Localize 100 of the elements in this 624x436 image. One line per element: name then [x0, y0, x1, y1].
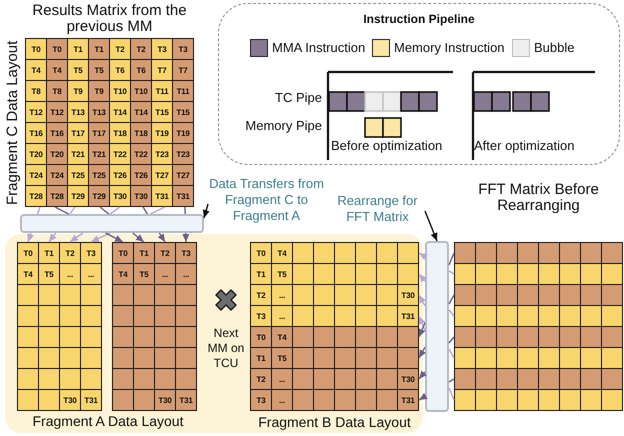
grid-cell: T7 [152, 60, 172, 80]
arrow [418, 392, 428, 401]
grid-cell: T5 [272, 348, 292, 368]
grid-cell: T23 [152, 144, 172, 164]
grid-cell: T19 [152, 123, 172, 143]
arrow [418, 322, 426, 338]
grid-cell: T2 [110, 39, 130, 59]
grid-cell: T0 [47, 39, 67, 59]
grid-cell: T0 [251, 327, 271, 347]
grid-cell: T15 [173, 102, 193, 122]
grid-cell: T1 [251, 264, 271, 284]
grid-cell: T4 [18, 264, 38, 284]
grid-cell: T10 [131, 81, 151, 101]
grid-cell: T2 [155, 243, 175, 263]
row-label: TC Pipe [274, 90, 322, 105]
grid-cell: T30 [60, 390, 80, 410]
grid-cell: T14 [131, 102, 151, 122]
grid-cell: T23 [173, 144, 193, 164]
arrow [418, 370, 427, 380]
grid-cell: T11 [152, 81, 172, 101]
grid-cell: T4 [272, 243, 292, 263]
arrow [202, 204, 210, 218]
legend-label: Bubble [534, 40, 574, 55]
grid-cell: T5 [68, 60, 88, 80]
grid-cell: T30 [110, 186, 130, 206]
arrow [132, 232, 144, 243]
grid-cell: T5 [89, 60, 109, 80]
grid-cell: T4 [272, 327, 292, 347]
grid-cell: T19 [173, 123, 193, 143]
grid-cell: T31 [152, 186, 172, 206]
grid-cell: T30 [398, 369, 418, 389]
grid-cell: T3 [251, 306, 271, 326]
grid-cell: T1 [134, 243, 154, 263]
grid-cell: T17 [89, 123, 109, 143]
layout-caption: Fragment A Data Layout [32, 412, 184, 431]
grid-cell: T3 [81, 243, 101, 263]
grid-cell: T12 [26, 102, 46, 122]
grid-cell: T4 [47, 60, 67, 80]
grid-cell: T13 [89, 102, 109, 122]
grid-cell: ... [176, 264, 196, 284]
grid-cell: T13 [68, 102, 88, 122]
grid-cell: T28 [26, 186, 46, 206]
highlight-region [5, 234, 423, 433]
grid-cell: T30 [131, 186, 151, 206]
grid-cell: T31 [173, 186, 193, 206]
grid-cell: T22 [131, 144, 151, 164]
arrow [418, 346, 426, 358]
grid-cell: T3 [152, 39, 172, 59]
grid-cell: T5 [39, 264, 59, 284]
grid-cell: T9 [68, 81, 88, 101]
grid-cell: T31 [398, 390, 418, 410]
legend-label: MMA Instruction [272, 40, 366, 55]
grid-cell: T15 [152, 102, 172, 122]
grid-cell: T30 [155, 390, 175, 410]
grid-cell: ... [155, 264, 175, 284]
grid-cell: T14 [110, 102, 130, 122]
grid-cell: T21 [89, 144, 109, 164]
arrow [182, 232, 190, 242]
grid-cell: T0 [113, 243, 133, 263]
grid-cell: T27 [152, 165, 172, 185]
annotation-text: Rearrange for FFT Matrix [330, 193, 425, 226]
grid-cell: T12 [47, 102, 67, 122]
grid-cell: T6 [110, 60, 130, 80]
arrow [105, 232, 124, 243]
panel-title: Instruction Pipeline [362, 12, 476, 26]
matrix-title: Results Matrix from the previous MM [31, 3, 188, 35]
grid-cell: T4 [26, 60, 46, 80]
grid-cell: T25 [68, 165, 88, 185]
grid-cell: T11 [173, 81, 193, 101]
annotation-text: Data Transfers from Fragment C to Fragment A [208, 176, 325, 224]
grid-cell: T29 [89, 186, 109, 206]
arrow [418, 274, 427, 282]
chart-caption: Before optimization [331, 138, 444, 153]
grid-cell: T24 [26, 165, 46, 185]
transfer-bar [20, 214, 204, 233]
grid-cell: T18 [131, 123, 151, 143]
transfer-bar [425, 241, 449, 412]
grid-cell: T24 [47, 165, 67, 185]
grid-cell: T8 [47, 81, 67, 101]
grid-cell: T2 [131, 39, 151, 59]
grid-cell: T2 [251, 369, 271, 389]
grid-cell: T26 [110, 165, 130, 185]
arrow [48, 232, 57, 242]
arrow [158, 232, 166, 242]
grid-cell: T0 [18, 243, 38, 263]
grid-cell: T18 [110, 123, 130, 143]
grid-cell: ... [272, 369, 292, 389]
grid-cell: T6 [131, 60, 151, 80]
grid-cell: T1 [89, 39, 109, 59]
arrow [27, 232, 34, 242]
grid-cell: T29 [68, 186, 88, 206]
grid-cell: T20 [26, 144, 46, 164]
legend-label: Memory Instruction [394, 40, 505, 55]
grid-cell: T20 [47, 144, 67, 164]
arrow [90, 232, 110, 243]
grid-cell: T16 [47, 123, 67, 143]
grid-cell: T0 [26, 39, 46, 59]
grid-cell: T0 [251, 243, 271, 263]
arrow [424, 210, 438, 242]
grid-cell: ... [81, 264, 101, 284]
